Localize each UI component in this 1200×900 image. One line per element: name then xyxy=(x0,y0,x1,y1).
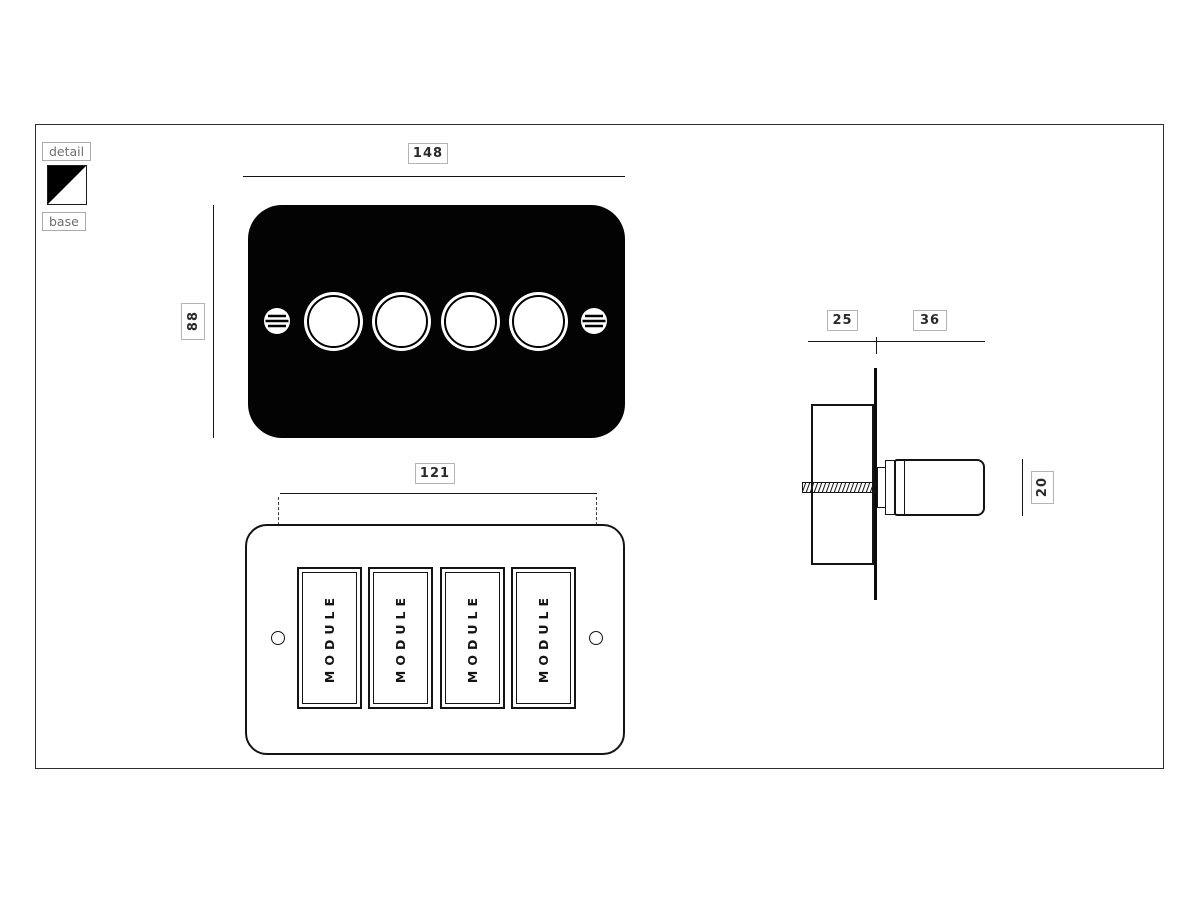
module-inner-frame: MODULE xyxy=(302,572,357,704)
dimmer-knob-4 xyxy=(509,292,568,351)
module-4: MODULE xyxy=(511,567,576,709)
faceplate-front xyxy=(248,205,625,438)
front-height-value: 88 xyxy=(185,311,201,332)
diameter-dim-label: 20 xyxy=(1031,471,1054,504)
knob-ring xyxy=(512,295,565,348)
screw-head-left-icon xyxy=(264,308,290,334)
box-depth-dim-label: 25 xyxy=(827,310,858,331)
rear-width-dim-label: 121 xyxy=(415,463,455,484)
dimmer-knob-2 xyxy=(372,292,431,351)
screw-hole-left xyxy=(271,631,285,645)
knob-side-body xyxy=(894,459,985,516)
module-label: MODULE xyxy=(465,592,480,684)
side-depth-dim-line xyxy=(808,341,985,342)
front-height-dim-line xyxy=(213,205,214,438)
module-label: MODULE xyxy=(536,592,551,684)
front-width-dim-line xyxy=(243,176,625,177)
side-dim-tick xyxy=(876,337,877,354)
screw-hole-right xyxy=(589,631,603,645)
dimmer-knob-1 xyxy=(304,292,363,351)
knob-ring xyxy=(375,295,428,348)
front-width-dim-label: 148 xyxy=(408,143,448,164)
module-2: MODULE xyxy=(368,567,433,709)
front-height-dim-label: 88 xyxy=(181,303,205,340)
module-inner-frame: MODULE xyxy=(516,572,571,704)
detail-label: detail xyxy=(42,142,92,161)
module-inner-frame: MODULE xyxy=(445,572,500,704)
knob-depth-dim-label: 36 xyxy=(913,310,947,331)
rear-width-dim-line xyxy=(280,493,597,494)
module-3: MODULE xyxy=(440,567,505,709)
diameter-value: 20 xyxy=(1035,477,1050,498)
module-1: MODULE xyxy=(297,567,362,709)
base-label: base xyxy=(42,212,86,231)
module-label: MODULE xyxy=(322,592,337,684)
module-inner-frame: MODULE xyxy=(373,572,428,704)
threaded-rod xyxy=(802,482,876,493)
diameter-dim-line xyxy=(1022,459,1023,516)
finish-swatch-icon xyxy=(47,165,87,205)
dimmer-knob-3 xyxy=(441,292,500,351)
knob-ring xyxy=(444,295,497,348)
module-label: MODULE xyxy=(393,592,408,684)
screw-head-right-icon xyxy=(581,308,607,334)
knob-face-line xyxy=(904,461,905,514)
drawing-border xyxy=(35,124,1164,769)
knob-ring xyxy=(307,295,360,348)
